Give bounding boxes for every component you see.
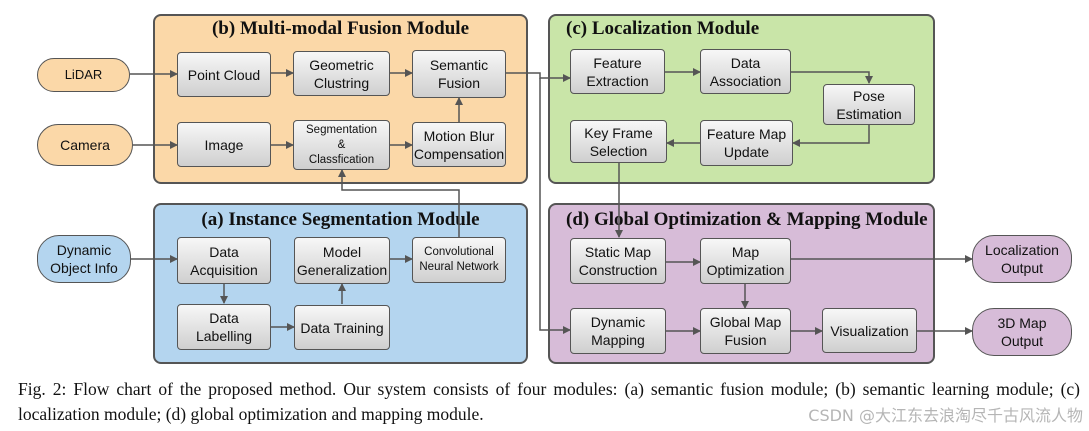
- key-frame-selection-node: Key Frame Selection: [570, 120, 667, 163]
- data-training-node: Data Training: [294, 305, 390, 350]
- feature-extraction-node: Feature Extraction: [570, 49, 665, 94]
- localization-module-title: (c) Localization Module: [566, 18, 760, 39]
- map-optimization-node: Map Optimization: [700, 238, 791, 284]
- dynamic-object-info-input: Dynamic Object Info: [37, 235, 131, 283]
- segmentation-module-title: (a) Instance Segmentation Module: [201, 209, 480, 230]
- pose-estimation-node: Pose Estimation: [823, 84, 915, 125]
- fusion-module-title: (b) Multi-modal Fusion Module: [211, 18, 470, 39]
- static-map-construction-node: Static Map Construction: [570, 238, 666, 284]
- motion-blur-compensation-node: Motion Blur Compensation: [412, 122, 506, 167]
- localization-output: Localization Output: [972, 235, 1072, 283]
- visualization-node: Visualization: [822, 308, 917, 353]
- arrow-pose-mapupdate: [792, 125, 870, 147]
- semantic-fusion-node: Semantic Fusion: [412, 50, 506, 98]
- geometric-clustring-node: Geometric Clustring: [293, 51, 390, 96]
- arrow-cnn-segmentation: [338, 169, 460, 237]
- optimization-module-title: (d) Global Optimization & Mapping Module: [566, 209, 928, 230]
- convolutional-neural-network-node: Convolutional Neural Network: [412, 237, 506, 283]
- lidar-input: LiDAR: [37, 58, 130, 92]
- point-cloud-node: Point Cloud: [177, 52, 271, 97]
- model-generalization-node: Model Generalization: [294, 237, 390, 284]
- segmentation-classification-node: Segmentation & Classfication: [293, 120, 390, 170]
- dynamic-mapping-node: Dynamic Mapping: [570, 308, 666, 354]
- data-labelling-node: Data Labelling: [177, 304, 271, 350]
- map-output: 3D Map Output: [972, 308, 1072, 356]
- data-acquisition-node: Data Acquisition: [177, 237, 271, 284]
- arrow-association-pose: [791, 71, 873, 84]
- watermark: CSDN @大江东去浪淘尽千古风流人物: [808, 406, 1083, 425]
- figure-caption: Fig. 2: Flow chart of the proposed metho…: [18, 379, 1080, 424]
- image-node: Image: [177, 122, 271, 167]
- feature-map-update-node: Feature Map Update: [700, 120, 793, 166]
- arrow-fusion-dynamic: [539, 78, 571, 334]
- arrow-fusion-extraction: [506, 72, 571, 82]
- camera-input: Camera: [37, 124, 133, 166]
- data-association-node: Data Association: [700, 49, 791, 94]
- global-map-fusion-node: Global Map Fusion: [700, 308, 791, 354]
